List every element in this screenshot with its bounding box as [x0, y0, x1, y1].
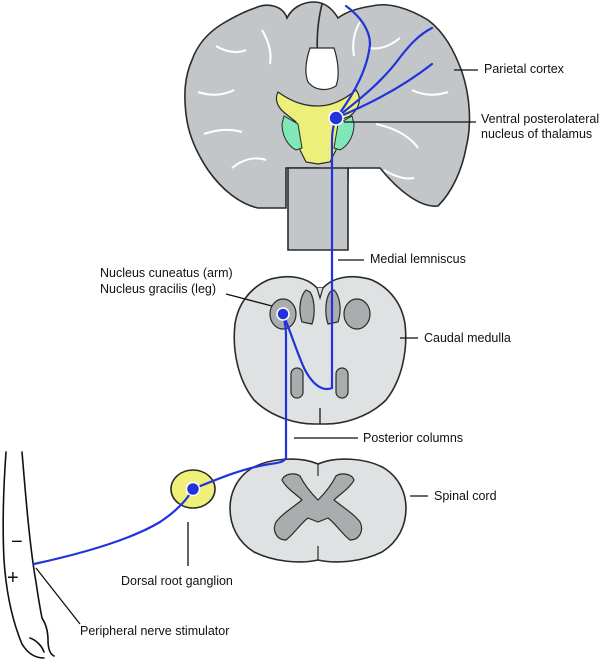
label-vpl-line2: nucleus of thalamus — [481, 127, 593, 141]
sulcus-right-3 — [375, 123, 419, 149]
sulcus-right-5 — [352, 21, 361, 57]
vpl-neuron-body — [328, 110, 344, 126]
thalamus-left — [281, 115, 303, 151]
label-dorsal-root-ganglion: Dorsal root ganglion — [121, 574, 233, 588]
sulcus-left-5 — [261, 29, 272, 65]
lateral-ventricle — [305, 47, 339, 91]
label-spinal-cord: Spinal cord — [434, 489, 497, 503]
label-parietal-cortex: Parietal cortex — [484, 62, 564, 76]
sulcus-left-2 — [197, 89, 235, 96]
arm-finger — [29, 637, 45, 653]
label-nucleus-cuneatus: Nucleus cuneatus (arm) — [100, 266, 233, 280]
brainstem — [287, 167, 349, 251]
thalamocortical-axon-1 — [334, 26, 434, 120]
label-caudal-medulla: Caudal medulla — [424, 331, 511, 345]
brain-section — [184, 1, 471, 251]
arm-outer-contour — [2, 451, 45, 659]
relay-neuron-bodies — [185, 110, 344, 497]
label-nucleus-gracilis: Nucleus gracilis (leg) — [100, 282, 217, 296]
cuneatus-neuron-body — [276, 307, 290, 321]
label-medial-lemniscus: Medial lemniscus — [370, 252, 466, 266]
spinal-gray-matter — [273, 473, 363, 541]
central-axon-to-cord — [191, 428, 288, 491]
arm-inner-contour — [21, 451, 55, 657]
pyramid-right — [335, 367, 349, 399]
ganglion-neuron-body — [185, 481, 201, 497]
nucleus-cuneatus-right-shape — [343, 298, 371, 330]
nucleus-gracilis-left-shape — [299, 289, 315, 325]
sulcus-right-2 — [411, 89, 449, 96]
stimulator-plus-sign: + — [7, 567, 19, 589]
leader-peripheral-nerve-stimulator — [35, 567, 81, 625]
arm-illustration — [2, 451, 55, 659]
medulla-dorsal-notch — [316, 287, 324, 301]
leader-lines — [35, 69, 478, 625]
pyramid-left — [290, 367, 304, 399]
label-peripheral-nerve-stimulator: Peripheral nerve stimulator — [80, 624, 230, 638]
sulcus-left-1 — [215, 45, 247, 54]
label-posterior-columns: Posterior columns — [363, 431, 464, 445]
spinal-cord-section — [229, 458, 407, 563]
thalamocortical-axon-3 — [334, 62, 434, 120]
peripheral-axon — [32, 487, 195, 566]
sulcus-left-3 — [203, 128, 243, 135]
sulcus-right-1 — [369, 37, 401, 50]
thalamocortical-axon-2 — [334, 4, 372, 120]
label-vpl-line1: Ventral posterolateral — [481, 112, 600, 126]
caudal-medulla-section — [233, 275, 407, 425]
internal-arcuate-fibers — [281, 312, 334, 391]
stimulator-minus-sign: − — [11, 531, 23, 553]
sulcus-right-4 — [383, 169, 415, 180]
leader-nucleus — [225, 293, 273, 307]
sulcus-left-4 — [231, 157, 267, 169]
